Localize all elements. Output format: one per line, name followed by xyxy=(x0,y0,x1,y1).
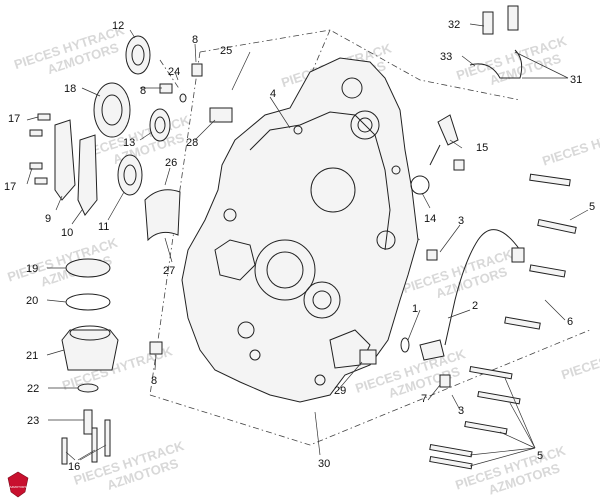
sensor-wire-2 xyxy=(419,229,525,361)
callout-12: 12 xyxy=(112,20,124,32)
oil-filter-cover-19-23 xyxy=(61,258,119,435)
callout-31: 31 xyxy=(570,74,582,86)
callout-30: 30 xyxy=(318,458,330,470)
callout-19: 19 xyxy=(26,263,38,275)
plate-9 xyxy=(54,119,76,201)
bearing-13 xyxy=(149,108,171,142)
callout-13: 13 xyxy=(123,137,135,149)
leader-lines xyxy=(26,23,589,467)
dowel-29 xyxy=(359,349,377,365)
callout-14: 14 xyxy=(424,213,436,225)
callout-8: 8 xyxy=(151,375,157,387)
callout-6: 6 xyxy=(567,316,573,328)
callout-20: 20 xyxy=(26,295,38,307)
callout-labels: 1 2 3 3 4 5 5 6 7 8 8 8 9 10 11 12 13 14… xyxy=(4,19,595,473)
logo-text: AZMOTORS xyxy=(10,485,27,489)
callout-2: 2 xyxy=(472,300,478,312)
callout-15: 15 xyxy=(476,142,488,154)
bearing-12 xyxy=(125,35,151,75)
oil-seal-18 xyxy=(93,82,131,138)
callout-1: 1 xyxy=(412,303,418,315)
callout-4: 4 xyxy=(270,88,276,100)
callout-17: 17 xyxy=(4,181,16,193)
pipe-31-33 xyxy=(469,5,523,79)
sensor-15 xyxy=(429,114,459,166)
bearing-11 xyxy=(117,154,143,196)
callout-8: 8 xyxy=(140,85,146,97)
callout-22: 22 xyxy=(27,383,39,395)
dowel-pins xyxy=(149,63,465,388)
callout-18: 18 xyxy=(64,83,76,95)
callout-24: 24 xyxy=(168,66,180,78)
plate-10 xyxy=(77,134,98,216)
watermark-line1: PIECES HYTRACK xyxy=(540,119,600,169)
callout-21: 21 xyxy=(26,350,38,362)
callout-17: 17 xyxy=(8,113,20,125)
plug-28 xyxy=(209,107,233,123)
callout-3: 3 xyxy=(458,405,464,417)
studs-16 xyxy=(61,419,111,465)
callout-29: 29 xyxy=(334,385,346,397)
oring-14 xyxy=(410,175,430,195)
callout-26: 26 xyxy=(165,157,177,169)
callout-16: 16 xyxy=(68,461,80,473)
bolts-17 xyxy=(29,113,51,185)
callout-27: 27 xyxy=(163,265,175,277)
callout-7: 7 xyxy=(421,393,427,405)
callout-10: 10 xyxy=(61,227,73,239)
callout-23: 23 xyxy=(27,415,39,427)
callout-33: 33 xyxy=(440,51,452,63)
callout-8: 8 xyxy=(192,34,198,46)
callout-9: 9 xyxy=(45,213,51,225)
bearing-shells-26-27 xyxy=(144,189,181,242)
callout-5: 5 xyxy=(589,201,595,213)
callout-3: 3 xyxy=(458,215,464,227)
brand-logo: AZMOTORS xyxy=(7,471,29,498)
callout-28: 28 xyxy=(186,137,198,149)
bolts-5-6 xyxy=(429,173,577,470)
callout-5: 5 xyxy=(537,450,543,462)
watermark-line1: PIECES HYTRACK xyxy=(559,332,600,382)
callout-32: 32 xyxy=(448,19,460,31)
washer-1 xyxy=(400,337,410,353)
callout-25: 25 xyxy=(220,45,232,57)
callout-11: 11 xyxy=(98,221,109,233)
